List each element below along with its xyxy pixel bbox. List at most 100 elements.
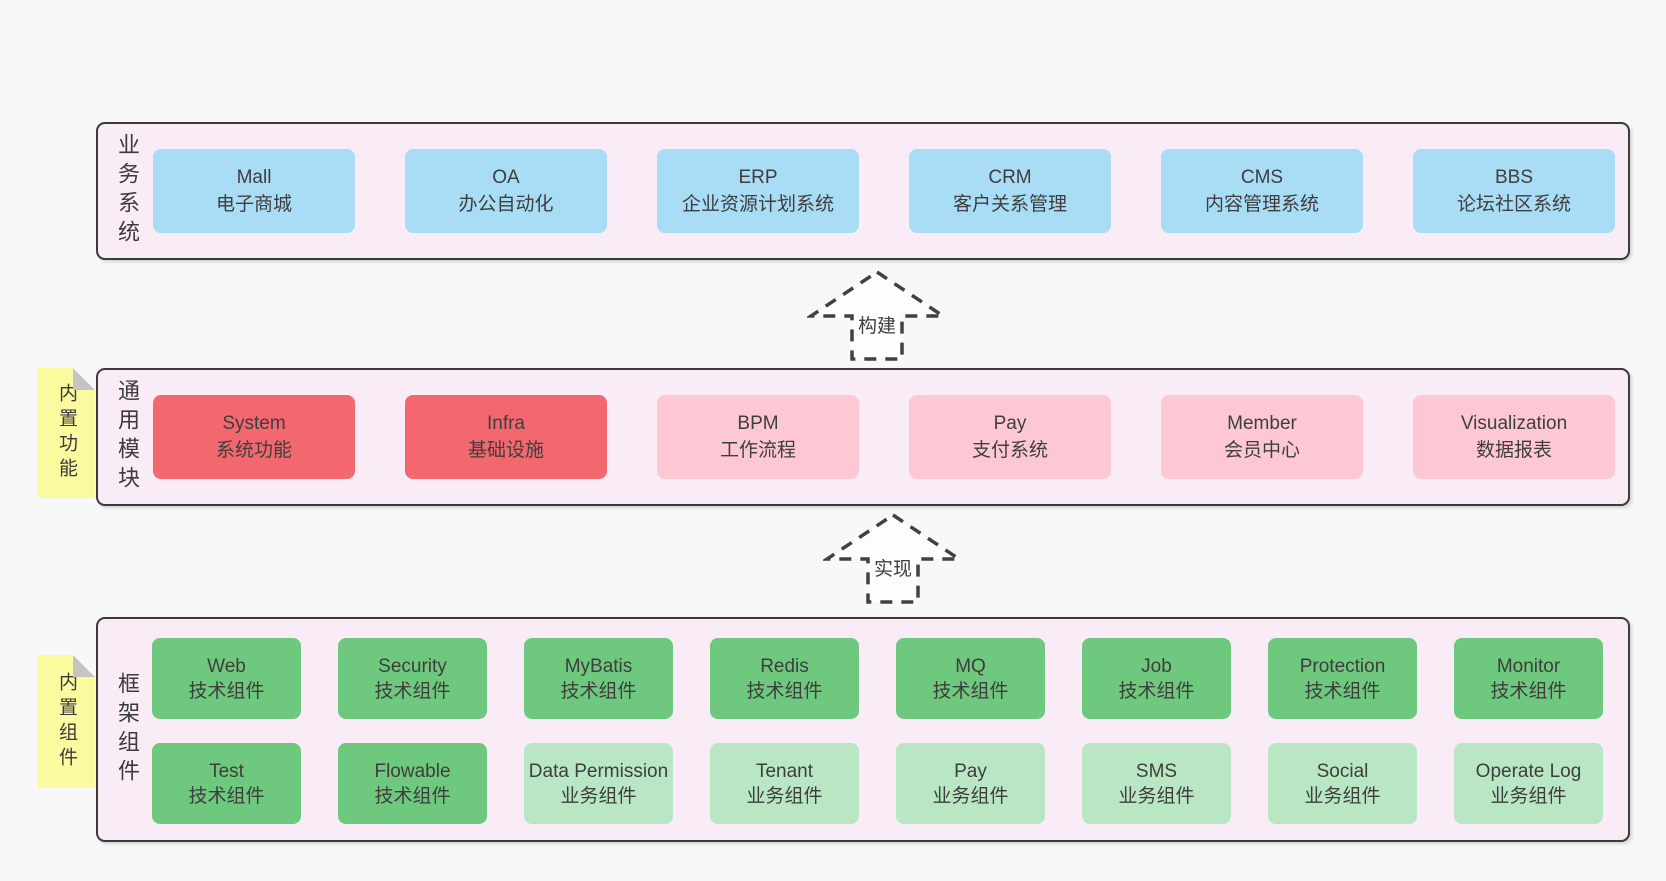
arrow-label-implement: 实现 — [870, 554, 916, 581]
box-subtitle: 业务组件 — [1118, 785, 1195, 807]
box-title: BBS — [1494, 167, 1534, 188]
box-subtitle: 业务组件 — [746, 785, 823, 807]
box-title: ERP — [738, 167, 778, 188]
dashed-up-arrow-build: 构建 — [807, 268, 947, 363]
band-label: 框架组件 — [115, 671, 140, 788]
box-subtitle: 数据报表 — [1475, 440, 1552, 461]
box-title: MQ — [955, 655, 986, 677]
box-pay: Pay 支付系统 — [909, 395, 1111, 479]
box-title: Operate Log — [1475, 760, 1582, 782]
box-mybatis: MyBatis 技术组件 — [524, 638, 673, 719]
box-title: Flowable — [374, 760, 451, 782]
box-subtitle: 内容管理系统 — [1204, 194, 1319, 215]
box-title: Data Permission — [528, 760, 669, 782]
arrow-label-build: 构建 — [854, 311, 900, 338]
box-subtitle: 系统功能 — [215, 440, 292, 461]
box-subtitle: 支付系统 — [971, 440, 1048, 461]
box-subtitle: 技术组件 — [374, 785, 451, 807]
box-subtitle: 业务组件 — [1304, 785, 1381, 807]
box-title: Social — [1316, 760, 1369, 782]
box-title: Security — [378, 655, 447, 677]
box-mall: Mall 电子商城 — [153, 149, 355, 233]
box-pay-biz: Pay 业务组件 — [896, 743, 1045, 824]
box-flowable: Flowable 技术组件 — [338, 743, 487, 824]
box-title: Test — [209, 760, 244, 782]
box-title: Pay — [993, 413, 1027, 434]
framework-components-row-1: Web 技术组件 Security 技术组件 MyBatis 技术组件 Redi… — [152, 638, 1603, 719]
box-title: Tenant — [755, 760, 814, 782]
box-title: System — [222, 413, 286, 434]
box-title: Web — [207, 655, 246, 677]
box-subtitle: 会员中心 — [1223, 440, 1300, 461]
box-protection: Protection 技术组件 — [1268, 638, 1417, 719]
box-tenant: Tenant 业务组件 — [710, 743, 859, 824]
box-crm: CRM 客户关系管理 — [909, 149, 1111, 233]
box-subtitle: 业务组件 — [932, 785, 1009, 807]
box-subtitle: 技术组件 — [1304, 680, 1381, 702]
box-member: Member 会员中心 — [1161, 395, 1363, 479]
box-subtitle: 业务组件 — [1490, 785, 1567, 807]
box-title: CMS — [1240, 167, 1284, 188]
sticky-note-label: 内置功能 — [56, 383, 77, 483]
box-title: BPM — [737, 413, 779, 434]
box-subtitle: 基础设施 — [467, 440, 544, 461]
dashed-up-arrow-implement: 实现 — [823, 511, 963, 606]
box-title: Monitor — [1496, 655, 1561, 677]
box-infra: Infra 基础设施 — [405, 395, 607, 479]
box-bpm: BPM 工作流程 — [657, 395, 859, 479]
box-redis: Redis 技术组件 — [710, 638, 859, 719]
box-subtitle: 企业资源计划系统 — [681, 194, 834, 215]
box-subtitle: 工作流程 — [719, 440, 796, 461]
box-mq: MQ 技术组件 — [896, 638, 1045, 719]
band-label: 业务系统 — [115, 133, 140, 249]
box-subtitle: 电子商城 — [215, 194, 292, 215]
box-security: Security 技术组件 — [338, 638, 487, 719]
box-title: Redis — [760, 655, 809, 677]
box-subtitle: 业务组件 — [560, 785, 637, 807]
band-framework-components: 框架组件 Web 技术组件 Security 技术组件 MyBatis 技术组件 — [96, 617, 1630, 842]
box-visualization: Visualization 数据报表 — [1413, 395, 1615, 479]
box-oa: OA 办公自动化 — [405, 149, 607, 233]
box-subtitle: 技术组件 — [746, 680, 823, 702]
band-common-modules: 通用模块 System 系统功能 Infra 基础设施 BPM 工作流程 — [96, 368, 1630, 506]
box-subtitle: 技术组件 — [1490, 680, 1567, 702]
box-title: Member — [1227, 413, 1297, 434]
box-cms: CMS 内容管理系统 — [1161, 149, 1363, 233]
box-title: Protection — [1299, 655, 1386, 677]
box-job: Job 技术组件 — [1082, 638, 1231, 719]
box-operate-log: Operate Log 业务组件 — [1454, 743, 1603, 824]
box-subtitle: 技术组件 — [374, 680, 451, 702]
common-modules-row: System 系统功能 Infra 基础设施 BPM 工作流程 Pay 支付系统 — [153, 395, 1615, 479]
box-title: Visualization — [1460, 413, 1568, 434]
box-subtitle: 办公自动化 — [458, 194, 554, 215]
band-business-systems: 业务系统 Mall 电子商城 OA 办公自动化 ERP 企业资源计划系统 — [96, 122, 1630, 260]
sticky-note-built-in-features: 内置功能 — [38, 368, 95, 498]
box-erp: ERP 企业资源计划系统 — [657, 149, 859, 233]
box-social: Social 业务组件 — [1268, 743, 1417, 824]
box-subtitle: 技术组件 — [188, 785, 265, 807]
box-bbs: BBS 论坛社区系统 — [1413, 149, 1615, 233]
box-title: Infra — [486, 413, 526, 434]
box-test: Test 技术组件 — [152, 743, 301, 824]
box-title: SMS — [1135, 760, 1178, 782]
box-web: Web 技术组件 — [152, 638, 301, 719]
sticky-note-label: 内置组件 — [56, 671, 77, 772]
box-monitor: Monitor 技术组件 — [1454, 638, 1603, 719]
box-subtitle: 论坛社区系统 — [1456, 194, 1571, 215]
box-subtitle: 技术组件 — [188, 680, 265, 702]
box-subtitle: 技术组件 — [932, 680, 1009, 702]
box-title: Job — [1141, 655, 1172, 677]
business-systems-row: Mall 电子商城 OA 办公自动化 ERP 企业资源计划系统 CRM 客户关系… — [153, 149, 1615, 233]
box-subtitle: 客户关系管理 — [952, 194, 1067, 215]
framework-components-row-2: Test 技术组件 Flowable 技术组件 Data Permission … — [152, 743, 1603, 824]
box-subtitle: 技术组件 — [560, 680, 637, 702]
box-title: Pay — [954, 760, 987, 782]
box-sms: SMS 业务组件 — [1082, 743, 1231, 824]
box-system: System 系统功能 — [153, 395, 355, 479]
box-title: MyBatis — [564, 655, 633, 677]
box-title: CRM — [988, 167, 1032, 188]
box-title: OA — [492, 167, 520, 188]
box-data-permission: Data Permission 业务组件 — [524, 743, 673, 824]
sticky-note-built-in-components: 内置组件 — [38, 655, 95, 788]
